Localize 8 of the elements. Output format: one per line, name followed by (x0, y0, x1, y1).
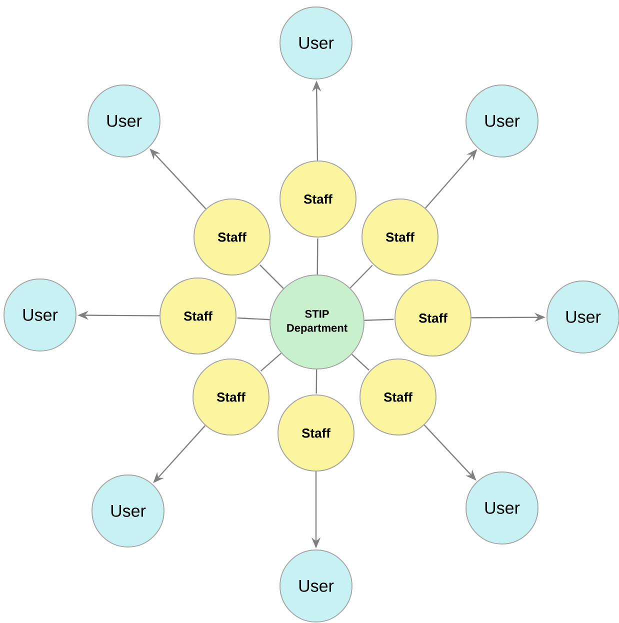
connector-line (260, 264, 284, 289)
connector-line (350, 264, 373, 288)
connector-line (260, 352, 282, 372)
connector-line (351, 354, 370, 371)
connector-line (237, 317, 270, 320)
connector-line (364, 318, 394, 321)
connector-line (316, 238, 318, 274)
connector-line (316, 369, 318, 394)
